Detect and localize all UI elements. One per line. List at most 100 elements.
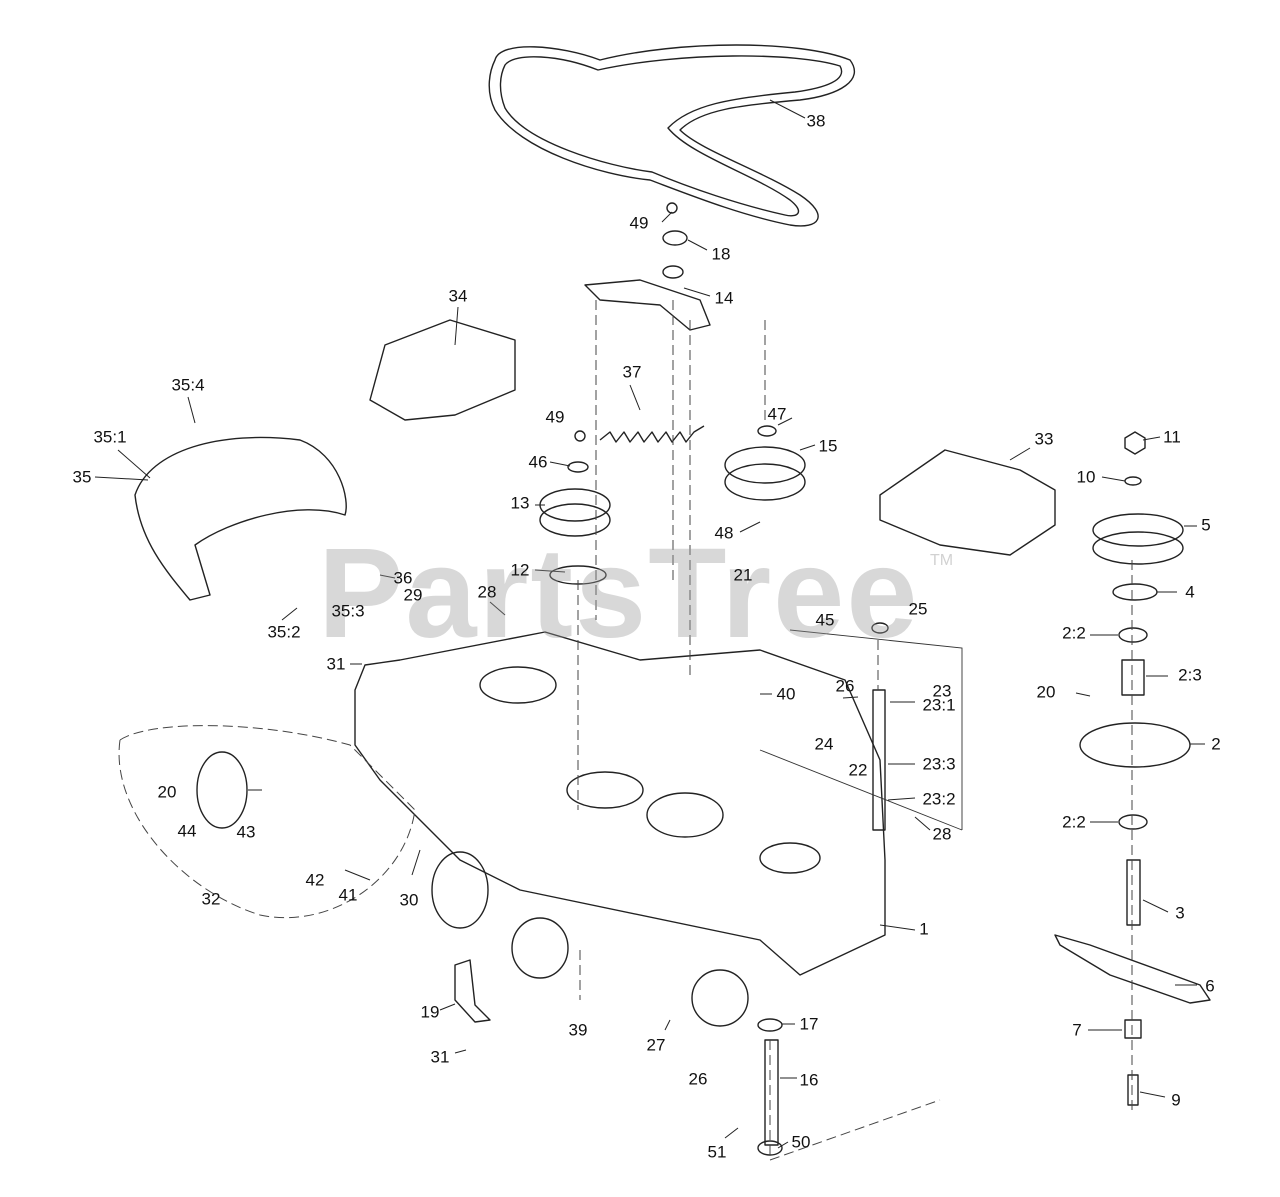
- callout-43: 43: [236, 822, 256, 842]
- callout-25: 25: [908, 599, 928, 619]
- leader-46: [549, 461, 571, 467]
- pulley-15: [724, 446, 806, 484]
- bolt-9: [1127, 1074, 1139, 1106]
- callout-45: 45: [815, 610, 835, 630]
- leader-35: [94, 476, 149, 481]
- callout-2-2: 2:2: [1062, 812, 1086, 832]
- arm-hub: [662, 265, 684, 279]
- callout-50: 50: [791, 1132, 811, 1152]
- callout-38: 38: [806, 111, 826, 131]
- callout-26: 26: [688, 1069, 708, 1089]
- callout-7: 7: [1072, 1020, 1082, 1040]
- callout-15: 15: [818, 436, 838, 456]
- callout-1: 1: [919, 919, 929, 939]
- leader-34: [454, 306, 459, 346]
- leader-38: [769, 99, 806, 119]
- pulley-15-rim: [724, 463, 806, 501]
- leader-12: [534, 569, 566, 573]
- leader-28a: [489, 601, 506, 616]
- bearing-22b: [1118, 814, 1148, 830]
- leader-19: [439, 1003, 456, 1011]
- spring: [599, 425, 705, 443]
- group-bracket-45b: [759, 749, 963, 831]
- arm-bolt: [666, 202, 678, 214]
- leader-9: [1139, 1091, 1166, 1098]
- nut-49b: [574, 430, 586, 442]
- callout-17: 17: [799, 1014, 819, 1034]
- leader-354: [187, 396, 196, 424]
- washer-10: [1124, 476, 1142, 486]
- callout-27: 27: [646, 1035, 666, 1055]
- leader-351: [117, 449, 151, 479]
- callout-51: 51: [707, 1142, 727, 1162]
- leader-10: [1101, 476, 1126, 482]
- rod-23: [872, 689, 886, 831]
- callout-23: 23: [932, 681, 952, 701]
- leader-37: [629, 384, 641, 411]
- callout-12: 12: [510, 560, 530, 580]
- callout-31: 31: [430, 1047, 450, 1067]
- callout-41: 41: [338, 885, 358, 905]
- spacer-23: [1121, 659, 1145, 696]
- leader-1: [879, 924, 916, 931]
- cover-34: [369, 319, 516, 421]
- leader-47: [777, 417, 793, 426]
- pulley-13: [539, 488, 611, 522]
- callout-24: 24: [814, 734, 834, 754]
- callout-9: 9: [1171, 1090, 1181, 1110]
- callout-47: 47: [767, 404, 787, 424]
- spindle-housing: [1079, 722, 1191, 768]
- washer-46: [567, 461, 589, 473]
- callout-23-1: 23:1: [922, 695, 956, 715]
- wheel-front-left: [431, 851, 489, 929]
- leader-50: [777, 1141, 789, 1149]
- callout-35-4: 35:4: [171, 375, 205, 395]
- bearing-22a: [1118, 627, 1148, 643]
- callout-2: 2: [1211, 734, 1221, 754]
- callout-35-1: 35:1: [93, 427, 127, 447]
- callout-33: 33: [1034, 429, 1054, 449]
- leader-27: [664, 1019, 671, 1031]
- washer-25: [871, 622, 889, 634]
- deck-pulley-center: [566, 771, 644, 809]
- deck-pulley-right: [646, 792, 724, 838]
- callout-30: 30: [399, 890, 419, 910]
- mower-deck: [354, 631, 886, 976]
- cover-33: [879, 449, 1056, 556]
- leader-31b: [454, 1049, 467, 1054]
- leader-11: [1142, 436, 1161, 441]
- leader-30: [411, 849, 421, 876]
- callout-46: 46: [528, 452, 548, 472]
- leader-49a: [661, 211, 673, 223]
- callout-39: 39: [568, 1020, 588, 1040]
- leader-14: [683, 287, 711, 297]
- deck-pulley-left: [479, 666, 557, 704]
- callout-31: 31: [326, 654, 346, 674]
- leader-36: [379, 574, 396, 579]
- pulley-13-rim: [539, 503, 611, 537]
- leader-26a: [842, 696, 859, 699]
- callout-28: 28: [932, 824, 952, 844]
- spindle-shaft: [1126, 859, 1141, 926]
- callout-14: 14: [714, 288, 734, 308]
- blade: [1054, 934, 1211, 1004]
- idler-arm: [584, 279, 711, 331]
- leader-33: [1009, 447, 1031, 461]
- cover-35: [134, 436, 347, 601]
- callout-21: 21: [733, 565, 753, 585]
- callout-35-2: 35:2: [267, 622, 301, 642]
- nut-11: [1124, 431, 1146, 455]
- callout-20: 20: [157, 782, 177, 802]
- callout-19: 19: [420, 1002, 440, 1022]
- belt: [488, 44, 856, 227]
- callout-23-3: 23:3: [922, 754, 956, 774]
- deck-dome: [759, 842, 821, 874]
- leader-352: [281, 607, 298, 621]
- leader-15: [799, 444, 816, 451]
- leader-28b: [914, 816, 931, 831]
- callout-42: 42: [305, 870, 325, 890]
- hub-7: [1124, 1019, 1142, 1039]
- leader-232: [887, 797, 916, 801]
- watermark: PartsTree: [318, 522, 920, 665]
